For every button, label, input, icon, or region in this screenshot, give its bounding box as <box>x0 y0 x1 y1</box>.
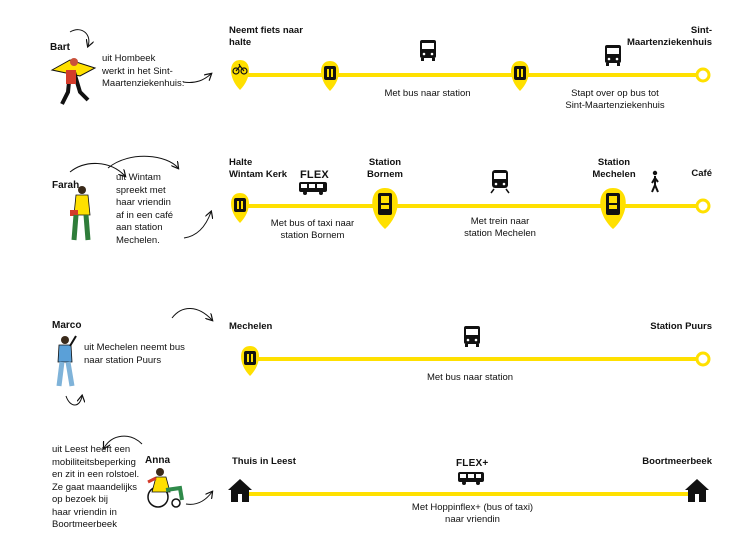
arrow <box>171 308 212 320</box>
segment-caption: Stapt over op bus tot Sint-Maartenzieken… <box>565 88 665 111</box>
stop-label: Boortmeerbeek <box>642 456 712 467</box>
house-icon <box>228 479 252 502</box>
person-description: uit Hombeek werkt in het Sint- Maartenzi… <box>102 53 185 89</box>
train-station-icon <box>600 188 626 229</box>
arrow <box>65 396 82 406</box>
stop-label: Mechelen <box>229 321 273 332</box>
bus-stop-icon <box>321 61 339 91</box>
marco-illustration <box>56 335 77 387</box>
person-name: Farah <box>52 180 80 191</box>
arrow <box>183 212 211 239</box>
bus-stop-icon <box>241 346 259 376</box>
bus-icon <box>420 40 436 61</box>
bus-icon <box>464 326 480 347</box>
stop-label: Sint- Maartenziekenhuis <box>627 25 712 48</box>
flex-label: FLEX <box>300 169 329 181</box>
person-name: Bart <box>50 42 71 53</box>
end-circle <box>695 198 711 214</box>
stop-label: Station Mechelen <box>592 157 636 180</box>
walking-icon <box>651 170 659 193</box>
stop-label: Station Bornem <box>367 157 403 180</box>
arrow <box>104 435 143 448</box>
bike-icon <box>231 60 249 90</box>
anna-row <box>104 435 709 508</box>
train-icon <box>490 170 510 194</box>
bart-illustration <box>50 58 97 105</box>
stop-label: Neemt fiets naar halte <box>229 25 303 48</box>
house-icon <box>685 479 709 502</box>
marco-row <box>56 308 711 406</box>
person-description: uit Leest heeft een mobiliteitsbeperking… <box>52 444 140 530</box>
stop-label: Café <box>691 168 712 179</box>
segment-caption: Met bus of taxi naar station Bornem <box>270 218 355 241</box>
anna-illustration <box>147 468 184 508</box>
segment-caption: Met bus naar station <box>426 372 514 383</box>
arrow <box>182 74 211 83</box>
end-circle <box>695 67 711 83</box>
bus-stop-icon <box>511 61 529 91</box>
stop-label: Station Puurs <box>650 321 712 332</box>
arrow <box>69 29 89 46</box>
bus-icon <box>299 182 327 195</box>
flex-label: FLEX+ <box>456 458 489 469</box>
bus-icon <box>605 45 621 66</box>
segment-caption: Met Hoppinflex+ (bus of taxi) naar vrien… <box>411 502 534 525</box>
segment-caption: Met trein naar station Mechelen <box>464 216 536 239</box>
arrow <box>107 155 178 168</box>
end-circle <box>695 351 711 367</box>
arrow <box>185 492 212 505</box>
person-name: Anna <box>145 455 170 466</box>
person-name: Marco <box>52 320 82 331</box>
train-station-icon <box>372 188 398 229</box>
bus-icon <box>458 472 484 485</box>
bart-row <box>50 29 711 105</box>
person-description: uit Mechelen neemt bus naar station Puur… <box>84 342 185 366</box>
stop-label: Halte Wintam Kerk <box>229 157 287 180</box>
farah-illustration <box>70 186 91 241</box>
person-description: uit Wintam spreekt met haar vriendin af … <box>116 172 174 246</box>
stop-label: Thuis in Leest <box>232 456 296 467</box>
segment-caption: Met bus naar station <box>384 88 471 99</box>
farah-row <box>69 155 711 241</box>
arrow <box>69 162 125 176</box>
bus-stop-icon <box>231 193 249 223</box>
